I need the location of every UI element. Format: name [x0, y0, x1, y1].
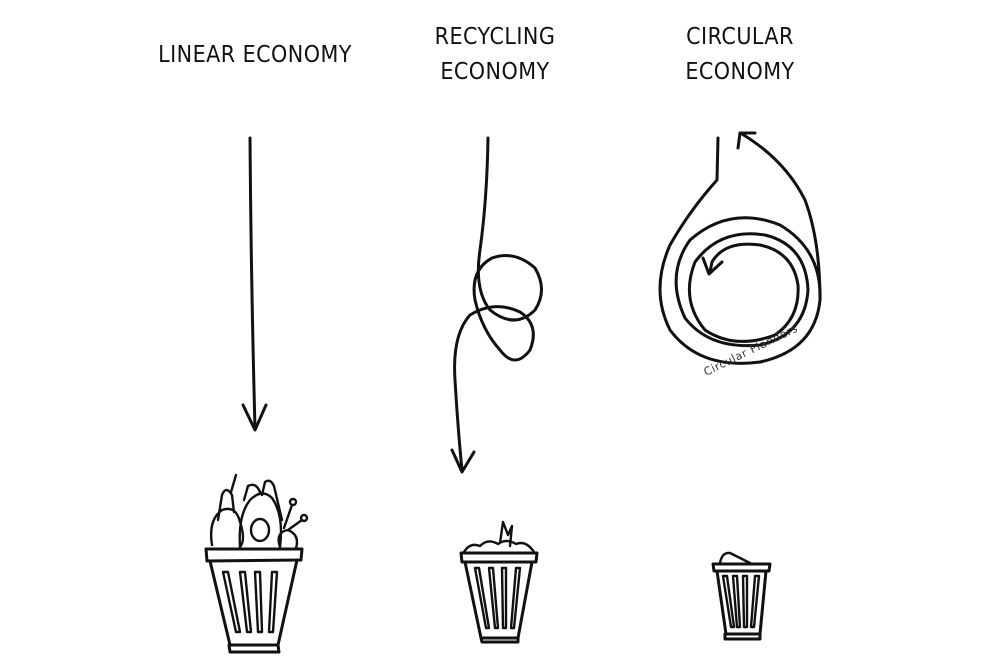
trash-bin-medium	[459, 520, 539, 644]
title-line: ECONOMY	[440, 59, 550, 85]
title-line: CIRCULAR	[686, 24, 794, 50]
trash-bin-full	[204, 473, 309, 654]
waste-pile-small	[718, 551, 752, 565]
title-line: LINEAR ECONOMY	[158, 42, 352, 68]
linear-economy-title: LINEAR ECONOMY	[152, 38, 359, 73]
recycling-economy-title: RECYCLING ECONOMY	[410, 20, 581, 90]
waste-pile-medium	[462, 520, 536, 554]
linear-arrow	[241, 136, 268, 432]
circular-spiral-arrow: Circular Flanders	[658, 131, 822, 379]
circular-flanders-watermark: Circular Flanders	[702, 322, 800, 379]
title-line: ECONOMY	[685, 59, 795, 85]
trash-bin-small	[711, 551, 772, 641]
circular-economy-title: CIRCULAR ECONOMY	[655, 20, 826, 90]
waste-pile-large	[209, 473, 309, 550]
title-line: RECYCLING	[434, 24, 556, 50]
recycling-loop-arrow	[450, 136, 543, 474]
